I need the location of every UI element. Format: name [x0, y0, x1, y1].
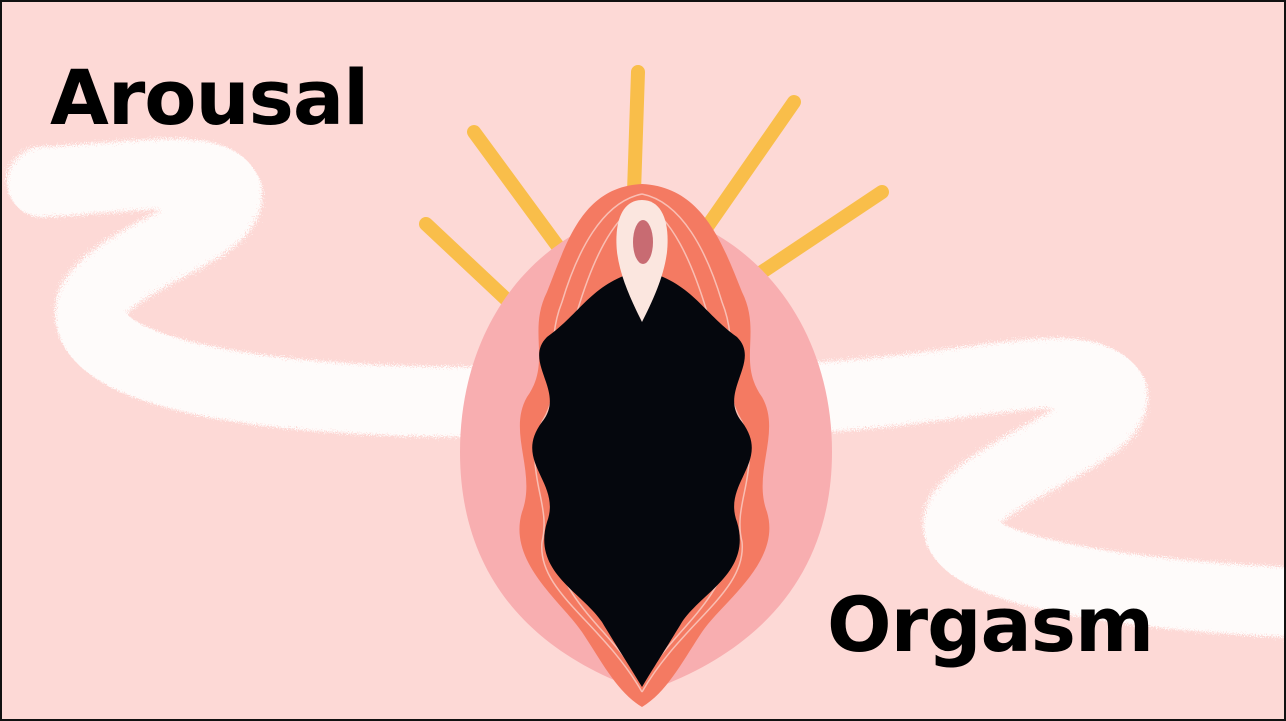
label-arousal: Arousal: [50, 60, 368, 136]
label-orgasm: Orgasm: [827, 587, 1153, 663]
ray-5: [762, 192, 882, 272]
ray-4: [707, 102, 794, 227]
ray-1: [426, 224, 507, 300]
ray-3: [634, 72, 638, 192]
ray-2: [474, 132, 562, 252]
tip-center: [633, 220, 653, 264]
